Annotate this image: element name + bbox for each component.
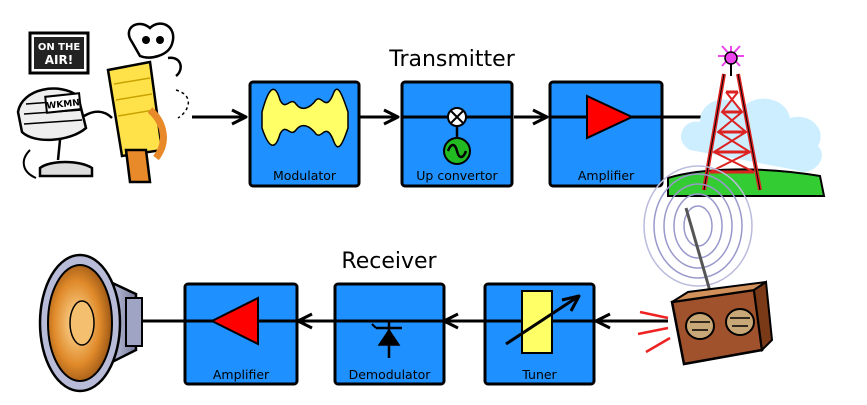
receiver-title: Receiver (341, 249, 437, 274)
broadcaster-illustration: ON THE AIR! WKMN (16, 22, 189, 184)
demodulator-block: Demodulator (333, 282, 446, 386)
transmitter-title: Transmitter (388, 47, 515, 72)
up-convertor-label: Up convertor (416, 168, 498, 183)
receiver-arrows (138, 312, 668, 330)
radio-signal-rays (637, 310, 671, 354)
modulator-block: Modulator (248, 80, 361, 188)
mixer-icon (447, 107, 467, 127)
receiver-amplifier-block: Amplifier (183, 282, 299, 386)
tuning-arrow-icon (505, 294, 581, 346)
antenna-tower-icon (667, 45, 826, 197)
on-the-air-sign: ON THE AIR! (28, 31, 90, 75)
speaker-icon (38, 253, 143, 393)
microphone-icon: WKMN (16, 87, 94, 179)
tuner-block: Tuner (483, 282, 596, 386)
receiver-amplifier-label: Amplifier (213, 367, 270, 382)
beacon-icon (718, 45, 744, 67)
demodulator-label: Demodulator (349, 367, 432, 382)
radio-waves-icon (643, 165, 753, 287)
transmitter-amplifier-label: Amplifier (578, 168, 635, 183)
diode-icon (371, 323, 402, 346)
transmitter-arrows (192, 108, 732, 126)
sign-line-1: ON THE (38, 42, 81, 53)
radio-icon (637, 165, 774, 366)
announcer-figure (83, 22, 189, 184)
up-convertor-block: Up convertor (400, 80, 514, 188)
modulator-label: Modulator (273, 168, 337, 183)
sign-line-2: AIR! (45, 53, 73, 67)
tuner-label: Tuner (521, 367, 557, 382)
mic-label: WKMN (46, 98, 80, 111)
transmitter-amplifier-block: Amplifier (548, 80, 664, 188)
oscillator-icon (443, 137, 471, 165)
